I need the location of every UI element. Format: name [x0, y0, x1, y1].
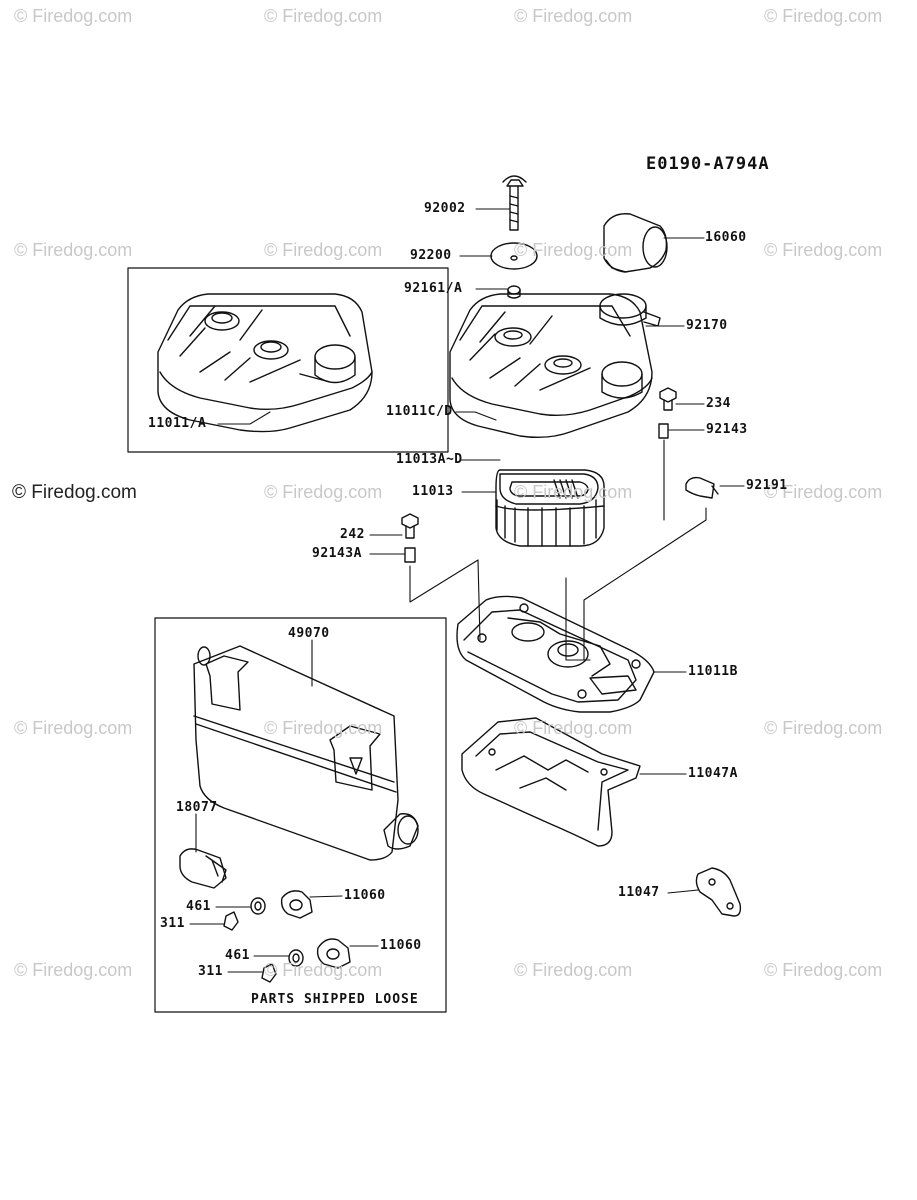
bracket-11047-drawing: [695, 867, 742, 917]
part-label-92143[interactable]: 92143: [706, 422, 748, 437]
part-label-11011B[interactable]: 11011B: [688, 664, 738, 679]
part-label-11011CD[interactable]: 11011C/D: [386, 404, 453, 419]
part-label-234[interactable]: 234: [706, 396, 731, 411]
inset-box-muffler: [154, 617, 447, 1013]
muffler-49070-drawing: [193, 645, 419, 861]
part-label-242[interactable]: 242: [340, 527, 365, 542]
diagram-code: E0190-A794A: [646, 154, 770, 174]
watermark: © Firedog.com: [14, 718, 133, 738]
watermark: © Firedog.com: [264, 960, 383, 980]
watermark: © Firedog.com: [514, 718, 633, 738]
plate-11047A-drawing: [461, 717, 641, 847]
watermark-main: © Firedog.com: [12, 482, 137, 503]
part-label-92002[interactable]: 92002: [424, 201, 466, 216]
bolt-242-drawing: [401, 513, 419, 539]
cover-11011A-drawing: [157, 293, 373, 433]
watermark: © Firedog.com: [764, 240, 883, 260]
part-label-16060[interactable]: 16060: [705, 230, 747, 245]
watermark: © Firedog.com: [14, 960, 133, 980]
watermark: © Firedog.com: [264, 6, 383, 26]
watermark: © Firedog.com: [764, 6, 883, 26]
part-label-92191[interactable]: 92191: [746, 478, 788, 493]
watermark: © Firedog.com: [514, 6, 633, 26]
screw-234-drawing: [659, 387, 677, 411]
watermark: © Firedog.com: [14, 6, 133, 26]
inset-box-cover: [127, 267, 449, 453]
hardware-drawing: [223, 890, 351, 983]
part-label-311[interactable]: 311: [160, 916, 185, 931]
arrester-18077-drawing: [179, 848, 227, 889]
part-label-92200[interactable]: 92200: [410, 248, 452, 263]
collar-92143-drawing: [658, 423, 669, 439]
base-11011B-drawing: [456, 595, 655, 713]
watermark: © Firedog.com: [514, 482, 633, 502]
watermark: © Firedog.com: [264, 718, 383, 738]
part-label-92170[interactable]: 92170: [686, 318, 728, 333]
part-label-11060[interactable]: 11060: [344, 888, 386, 903]
part-label-11011A[interactable]: 11011/A: [148, 416, 207, 431]
part-label-18077[interactable]: 18077: [176, 800, 218, 815]
part-label-11047[interactable]: 11047: [618, 885, 660, 900]
part-label-11047A[interactable]: 11047A: [688, 766, 738, 781]
watermark: © Firedog.com: [264, 482, 383, 502]
watermark: © Firedog.com: [764, 960, 883, 980]
watermark: © Firedog.com: [764, 718, 883, 738]
part-label-92143A[interactable]: 92143A: [312, 546, 362, 561]
watermark: © Firedog.com: [14, 240, 133, 260]
part-label-461-b[interactable]: 461: [225, 948, 250, 963]
part-label-49070[interactable]: 49070: [288, 626, 330, 641]
hose-92191-drawing: [685, 476, 719, 499]
part-label-92161A[interactable]: 92161/A: [404, 281, 463, 296]
part-label-11013AD[interactable]: 11013A~D: [396, 452, 463, 467]
watermark: © Firedog.com: [264, 240, 383, 260]
watermark: © Firedog.com: [514, 240, 633, 260]
part-label-461[interactable]: 461: [186, 899, 211, 914]
leader-lines: [189, 208, 745, 973]
part-label-11060-b[interactable]: 11060: [380, 938, 422, 953]
collar-92143A-drawing: [404, 547, 416, 563]
part-label-311-b[interactable]: 311: [198, 964, 223, 979]
bolt-92002-drawing: [502, 175, 527, 231]
grommet-92161A-drawing: [507, 285, 521, 299]
parts-shipped-loose-note: PARTS SHIPPED LOOSE: [251, 992, 419, 1007]
part-label-11013[interactable]: 11013: [412, 484, 454, 499]
cover-11011CD-drawing: [449, 293, 653, 439]
elbow-16060-drawing: [603, 213, 668, 273]
clamp-92170-drawing: [599, 293, 661, 327]
watermark: © Firedog.com: [514, 960, 633, 980]
watermark: © Firedog.com: [764, 482, 883, 502]
filter-11013-drawing: [495, 469, 605, 547]
